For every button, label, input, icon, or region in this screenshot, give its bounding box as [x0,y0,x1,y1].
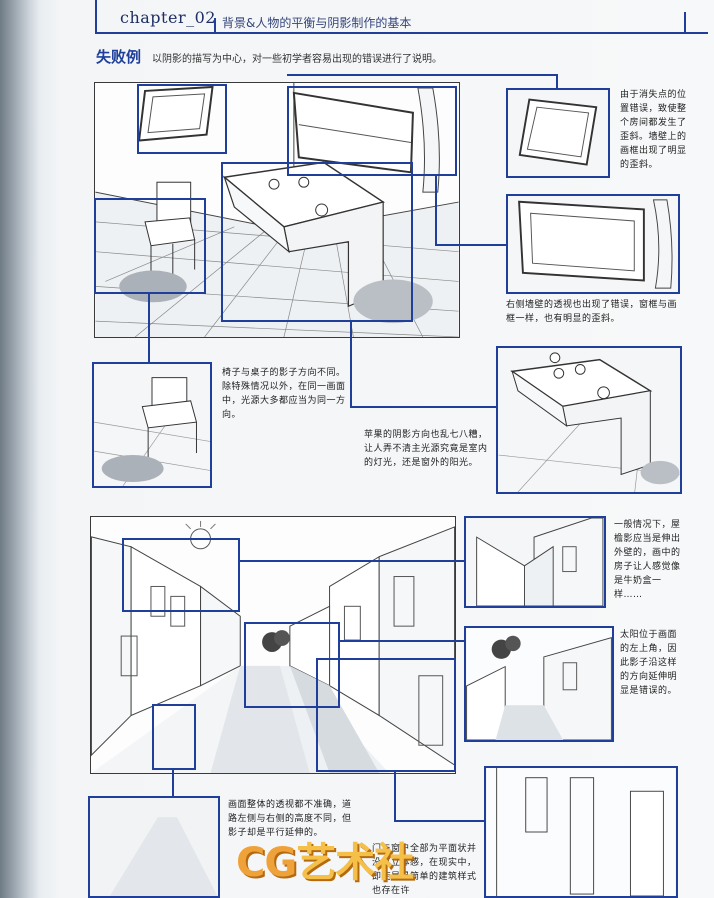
header-corner-mark [95,0,97,34]
watermark-cg: CG [236,840,297,886]
highlight-trees [244,622,340,708]
note-street-perspective: 画面整体的透视都不准确，道路左侧与右侧的高度不同，但影子却是平行延伸的。 [228,800,352,838]
highlight-chair [94,198,206,294]
connector-doors-h [394,820,484,822]
connector-frame-v [556,74,558,88]
connector-doors-v [394,772,396,822]
doors-closeup-drawing [486,768,676,896]
connector-chair [148,294,150,362]
callout-desk [496,346,682,494]
connector-building [240,560,464,562]
callout-frame [506,88,610,178]
frame-closeup-drawing [518,98,598,166]
highlight-rooftop [122,538,240,612]
section-description: 以阴影的描写为中心，对一些初学者容易出现的错误进行了说明。 [152,54,442,65]
highlight-road [152,704,196,770]
highlight-window [287,86,457,176]
highlight-frame [137,84,227,154]
site-watermark: CG艺术社 [236,830,414,888]
note-building-shadow: 一般情况下，屋檐影应当是伸出外壁的，画中的房子让人感觉像是牛奶盒一样…… [614,520,681,600]
note-sun-position: 太阳位于画面的左上角，因此影子沿这样的方向延伸明显是错误的。 [620,630,678,696]
chapter-label: chapter_02 [120,8,216,27]
building-closeup-drawing [476,518,604,606]
callout-road [88,796,220,898]
highlight-desk [221,162,413,322]
header-corner-mark-right [684,12,686,34]
connector-desk-v [350,322,352,408]
window-closeup-drawing [518,199,673,289]
note-window-right: 右侧墙壁的透视也出现了错误，窗框与画框一样，也有明显的歪斜。 [506,300,678,324]
note-apple-shadow: 苹果的阴影方向也乱七八糟，让人弄不清主光源究竟是室内的灯光，还是窗外的阳光。 [364,430,488,468]
street-illustration [90,516,456,774]
note-chair-shadow: 椅子与桌子的影子方向不同。除特殊情况以外，在同一画面中，光源大多都应当为同一方向… [222,368,346,420]
section-title: 失败例 [96,48,142,66]
header-rule [96,32,708,34]
callout-doors [484,766,678,898]
note-building-style: 门与窗户全部为平面状并没有立体感，在现实中，即使是最简单的建筑样式也存在许 [372,844,477,896]
callout-sun [464,626,614,742]
connector-road [172,770,174,796]
room-drawing [95,83,459,337]
road-closeup-drawing [90,798,218,896]
note-frame-tilt: 由于消失点的位置错误，致使整个房间都发生了歪斜。墙壁上的画框出现了明显的歪斜。 [620,90,687,170]
connector-frame [287,74,557,76]
callout-building [464,516,606,608]
street-drawing [91,517,455,773]
connector-desk-h [350,406,496,408]
book-spine-shadow [0,0,40,898]
callout-chair [92,362,212,488]
connector-window-h [435,244,507,246]
room-illustration [94,82,460,338]
connector-sun [340,640,464,642]
header-divider [214,18,216,32]
highlight-right-building [316,658,456,772]
page-title: 背景&人物的平衡与阴影制作的基本 [222,16,412,30]
chair-closeup-drawing [94,377,210,486]
connector-window-v [435,176,437,246]
sun-closeup-drawing [466,628,612,740]
callout-window [506,194,680,294]
desk-closeup-drawing [498,352,680,492]
watermark-text: 艺术社 [296,840,414,886]
